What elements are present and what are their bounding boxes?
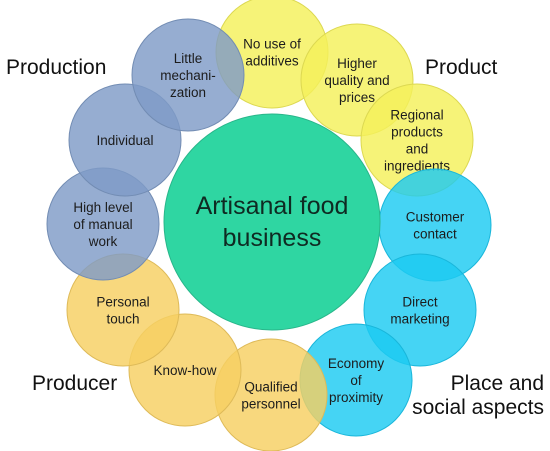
concept-circle-label: contact	[413, 227, 457, 242]
concept-circle-label: additives	[245, 54, 299, 69]
concept-circle-label: High level	[73, 200, 132, 215]
concept-circle-label: Direct	[402, 295, 438, 310]
concept-circle-4: Customer contact	[378, 168, 492, 282]
center-label-line: Artisanal food	[196, 192, 349, 220]
concept-circle-label: personnel	[241, 397, 300, 412]
concept-circle-label: Regional	[390, 108, 443, 123]
center-label-line: business	[223, 224, 322, 252]
concept-circle-label: Know-how	[153, 363, 216, 378]
concept-circle-6: Economy of proximity	[299, 323, 413, 437]
group-label-place-and-social-aspects: Place and social aspects	[412, 372, 544, 420]
concept-circle-label: Customer	[406, 210, 465, 225]
concept-circle-label: marketing	[390, 312, 449, 327]
concept-circle-label: zation	[170, 85, 206, 100]
concept-circle-12: Little mechani-zation	[131, 18, 245, 132]
concept-circle-label: Higher	[337, 56, 377, 71]
center-label: Artisanal food business	[196, 192, 349, 252]
group-label-place-line-1: Place and	[450, 372, 544, 395]
concept-circle-label: work	[88, 234, 118, 249]
concept-circle-label: Little	[174, 51, 203, 66]
concept-circle-label: Personal	[96, 295, 149, 310]
concept-circle-label: of	[350, 373, 362, 388]
outer-circles: No use of additives Higher quality and price…	[46, 0, 492, 451]
concept-circle-label: prices	[339, 90, 375, 105]
center-circle	[163, 113, 381, 331]
concept-circle-label: Economy	[328, 356, 385, 371]
concept-circle-shape	[131, 18, 245, 132]
concept-circle-label: quality and	[324, 73, 389, 88]
group-label-product: Product	[425, 56, 498, 79]
concept-circle-2: Higher quality and prices	[300, 23, 414, 137]
concept-circle-label: of manual	[73, 217, 132, 232]
concept-circle-label: and	[406, 142, 429, 157]
concept-circle-label: mechani-	[160, 68, 216, 83]
concept-circle-label: products	[391, 125, 443, 140]
concept-circle-label: proximity	[329, 390, 383, 405]
concept-circle-label: No use of	[243, 37, 301, 52]
center-circle-group: Artisanal food business	[163, 113, 381, 331]
group-label-place-line-2: social aspects	[412, 396, 544, 420]
group-label-producer: Producer	[32, 372, 118, 395]
concept-circle-label: touch	[106, 312, 139, 327]
concept-circle-label: Qualified	[244, 380, 297, 395]
concept-circle-label: Individual	[96, 133, 153, 148]
group-label-production: Production	[6, 56, 107, 79]
